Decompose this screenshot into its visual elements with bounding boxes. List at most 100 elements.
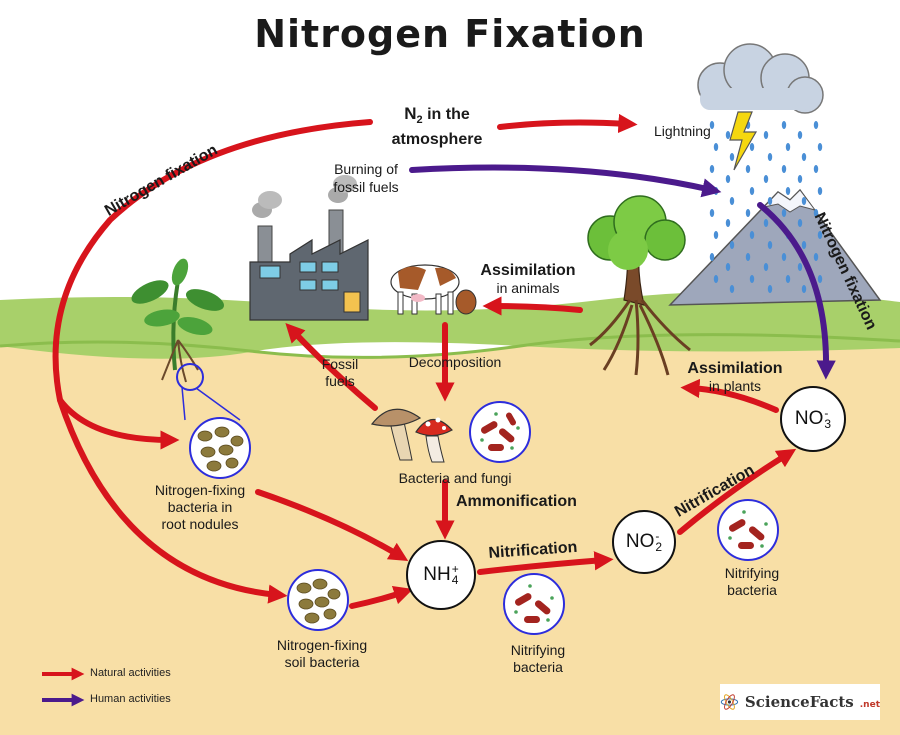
no2-sup: - — [655, 529, 660, 543]
rain-drop — [763, 175, 769, 183]
rain-drop — [817, 187, 823, 195]
decomposition-label: Decomposition — [408, 354, 502, 370]
no3-sub: 3 — [824, 417, 832, 431]
atom-icon — [720, 694, 739, 710]
ammonification-label: Ammonification — [456, 493, 577, 510]
rain-drop — [763, 131, 769, 139]
rain-drop — [725, 219, 731, 227]
root-nodules-line1: Nitrogen-fixing — [154, 482, 246, 498]
rain-drop — [749, 231, 755, 239]
burning-fossil-fuels-label: Burning of fossil fuels — [333, 160, 398, 196]
bean-plant — [131, 258, 225, 391]
nitrifying-bacteria-label-2: Nitrifying bacteria — [725, 565, 779, 599]
grass-band — [0, 291, 900, 359]
rain-drop — [767, 153, 773, 161]
rain-drop — [781, 209, 787, 217]
logo-text: ScienceFacts — [744, 693, 854, 711]
no3-node: NO - 3 — [780, 386, 846, 452]
no3-charge: - 3 — [824, 407, 832, 431]
bacteria-circle-decomposers — [469, 401, 531, 463]
assimilation-animals-title: Assimilation — [480, 262, 576, 279]
root-nodules-line3: root nodules — [161, 516, 239, 532]
nh4-sup: + — [451, 562, 459, 576]
rain-drop — [801, 241, 807, 249]
arrow-nitrogen-fixation-human — [757, 202, 836, 380]
grass-dark-edge — [0, 333, 900, 359]
rain-drop — [729, 153, 735, 161]
cow — [390, 264, 477, 315]
assimilation-animals-sub: in animals — [496, 280, 560, 296]
nitrifying-2-line1: Nitrifying — [724, 565, 780, 581]
arrow-no2-to-no3 — [677, 448, 797, 535]
rain-drop — [817, 143, 823, 151]
rain-drop — [763, 263, 769, 271]
rain-drop — [725, 131, 731, 139]
rain-drop — [709, 121, 715, 129]
sciencefacts-logo: ScienceFacts .net — [720, 684, 880, 720]
rain-drop — [785, 187, 791, 195]
rain-drop — [725, 263, 731, 271]
rain-drop — [767, 197, 773, 205]
nh4-node: NH + 4 — [406, 540, 476, 610]
rain-drop — [785, 275, 791, 283]
rain-drop — [749, 187, 755, 195]
rain-drop — [713, 275, 719, 283]
rain-drop — [781, 121, 787, 129]
logo-suffix: .net — [859, 700, 880, 710]
bacteria-fungi-label: Bacteria and fungi — [398, 470, 512, 486]
n2-symbol: N — [404, 104, 417, 123]
rain-drop — [767, 285, 773, 293]
rain-drop — [713, 143, 719, 151]
rain-drop — [725, 175, 731, 183]
rain-drop — [813, 165, 819, 173]
fossil-fuels-label: Fossil fuels — [322, 356, 359, 390]
factory — [249, 175, 369, 321]
nitrifying-bacteria-label-1: Nitrifying bacteria — [511, 642, 565, 676]
rain-drop — [797, 175, 803, 183]
rain-drop — [797, 131, 803, 139]
arrow-root-to-nh4 — [255, 489, 409, 561]
rain-drop — [813, 209, 819, 217]
no2-sub: 2 — [655, 540, 663, 554]
no2-node: NO - 2 — [612, 510, 676, 574]
bacteria-circle-nitrifying-1 — [503, 573, 565, 635]
rain-drop — [781, 165, 787, 173]
nh4-sub: 4 — [451, 573, 459, 587]
legend-human: Human activities — [90, 693, 171, 705]
arrow-nh4-to-no2 — [477, 551, 614, 575]
nitrifying-1-line2: bacteria — [513, 659, 563, 675]
arrow-nitrogen-fixation-arc — [52, 119, 373, 403]
rain-drop — [817, 231, 823, 239]
rain-drop — [713, 231, 719, 239]
no2-base: NO — [625, 531, 655, 552]
n2-subscript: 2 — [416, 114, 423, 127]
rain-drop — [781, 253, 787, 261]
rain-drops — [709, 121, 823, 293]
n2-line1: in the — [427, 106, 470, 123]
rain-drop — [801, 153, 807, 161]
lightning-bolt-icon — [729, 111, 758, 171]
nh4-charge: + 4 — [451, 562, 459, 587]
root-nodules-line2: bacteria in — [167, 499, 233, 515]
nitrifying-2-line2: bacteria — [727, 582, 777, 598]
arrow-assimilation-animals — [482, 296, 583, 316]
bacteria-circle-soil — [287, 569, 349, 631]
rain-drop — [813, 121, 819, 129]
rain-drop — [745, 165, 751, 173]
fossil-line2: fuels — [325, 373, 355, 389]
n2-line2: atmosphere — [391, 131, 483, 149]
assimilation-plants-title: Assimilation — [687, 360, 783, 377]
legend-natural: Natural activities — [90, 667, 171, 679]
nh4-base: NH — [423, 564, 451, 585]
arrow-to-fossil-fuels — [285, 323, 378, 411]
rain-drop — [709, 209, 715, 217]
nitrifying-1-line1: Nitrifying — [510, 642, 566, 658]
rain-drop — [749, 275, 755, 283]
rain-drop — [729, 197, 735, 205]
rain-drop — [709, 165, 715, 173]
rain-drop — [729, 285, 735, 293]
rain-drop — [797, 219, 803, 227]
root-nodules-label: Nitrogen-fixing bacteria in root nodules — [155, 482, 245, 533]
legend-human-label: Human activities — [90, 693, 171, 705]
